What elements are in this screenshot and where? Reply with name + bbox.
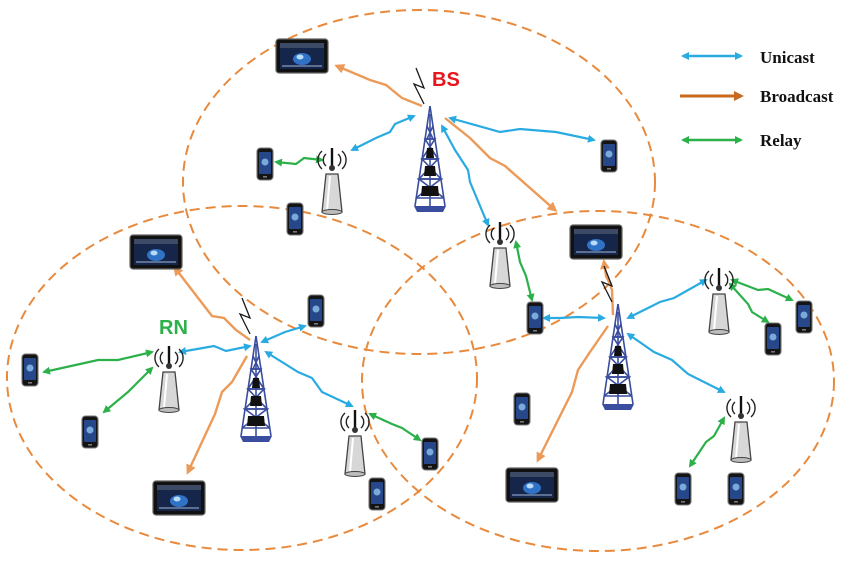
smartphone-icon xyxy=(421,437,439,471)
smartphone-icon xyxy=(764,322,782,356)
smartphone-icon xyxy=(727,472,745,506)
legend: Unicast Broadcast Relay xyxy=(680,48,834,150)
cell-boundaries xyxy=(6,9,835,552)
relay-antenna-icon xyxy=(153,344,185,414)
relay-antenna-icon xyxy=(703,266,735,336)
left-cell-boundary xyxy=(6,205,478,551)
unicast-links xyxy=(178,114,726,408)
relay-antenna-icon xyxy=(484,220,516,290)
tablet-icon xyxy=(569,224,623,260)
smartphone-icon xyxy=(307,294,325,328)
legend-unicast-label: Unicast xyxy=(760,48,815,67)
bs-label: BS xyxy=(432,69,460,91)
bs-cell-boundary xyxy=(182,9,656,355)
base-station-tower-icon xyxy=(601,265,635,411)
relay-links xyxy=(42,155,794,468)
rn-label: RN xyxy=(159,317,188,339)
tablet-icon xyxy=(505,467,559,503)
tablet-icon xyxy=(275,38,329,74)
smartphone-icon xyxy=(600,139,618,173)
right-cell-boundary xyxy=(361,210,835,552)
legend-relay-label: Relay xyxy=(760,131,802,150)
smartphone-icon xyxy=(368,477,386,511)
legend-broadcast-label: Broadcast xyxy=(760,87,834,106)
smartphone-icon xyxy=(795,300,813,334)
smartphone-icon xyxy=(526,301,544,335)
relay-antenna-icon xyxy=(316,146,348,216)
smartphone-icon xyxy=(256,147,274,181)
tablet-icon xyxy=(152,480,206,516)
smartphone-icon xyxy=(81,415,99,449)
base-station-tower-icon xyxy=(239,297,273,443)
smartphone-icon xyxy=(513,392,531,426)
smartphone-icon xyxy=(674,472,692,506)
smartphone-icon xyxy=(21,353,39,387)
smartphone-icon xyxy=(286,202,304,236)
relay-antenna-icon xyxy=(725,394,757,464)
tablet-icon xyxy=(129,234,183,270)
relay-antenna-icon xyxy=(339,408,371,478)
